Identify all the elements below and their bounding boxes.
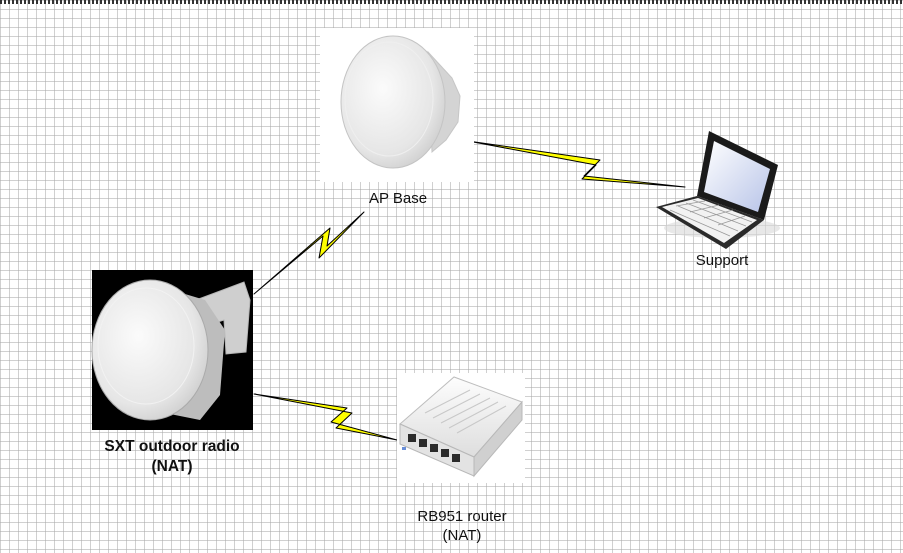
- wireless-link-sxt-router: [253, 393, 398, 441]
- ap-antenna-icon[interactable]: [320, 28, 474, 182]
- ap-base-label: AP Base: [368, 190, 428, 207]
- top-border: [0, 0, 903, 4]
- laptop-icon[interactable]: [656, 131, 780, 249]
- wireless-link-ap-support: [467, 140, 686, 188]
- wireless-link-sxt-ap: [253, 211, 365, 295]
- support-label: Support: [695, 252, 749, 269]
- sxt-label-line1: SXT outdoor radio: [104, 438, 240, 455]
- rb951-label-line2: (NAT): [442, 527, 482, 544]
- router-icon[interactable]: [397, 373, 525, 483]
- rb951-label-line1: RB951 router: [417, 508, 507, 525]
- sxt-label-line2: (NAT): [151, 458, 193, 475]
- sxt-radio-icon[interactable]: [91, 270, 253, 430]
